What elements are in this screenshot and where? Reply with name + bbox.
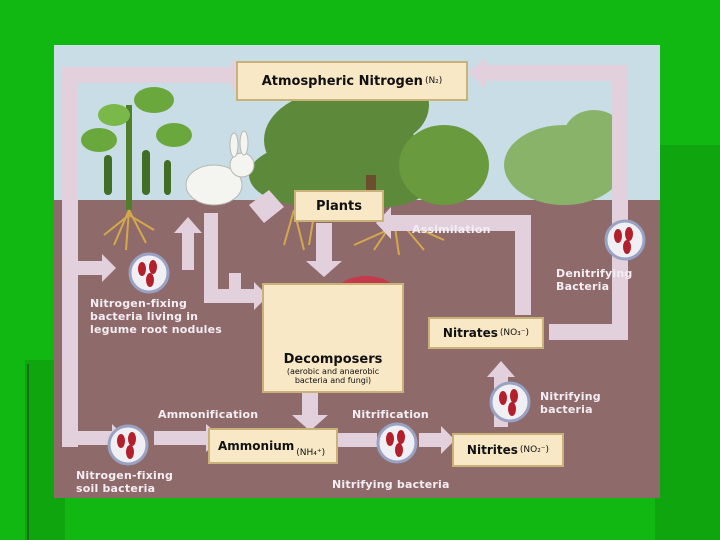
assimilation-label: Assimilation [412,223,491,236]
nitrates-label: Nitrates [442,326,498,340]
nitrogen-fixing-nodules-label: Nitrogen-fixing bacteria living in legum… [90,297,222,336]
legume-plant [81,87,192,210]
ammonification-label: Ammonification [158,408,259,421]
ammonium-box: Ammonium (NH₄⁺) [208,428,338,464]
nodules-line1: Nitrogen-fixing [90,297,188,310]
nitrifying-bacteria-label: Nitrifying bacteria [540,390,601,416]
plants-box: Plants [294,190,384,222]
nodules-line2: bacteria living in [90,310,199,323]
nitrites-label: Nitrites [466,443,518,457]
rabbit [185,130,255,206]
decomposers-detail-line1: (aerobic and anaerobic [286,367,380,376]
plants-label: Plants [316,198,362,214]
tree-right [504,110,624,205]
nodules-line3: legume root nodules [90,323,222,336]
nitrifying-bacteria-bottom-label: Nitrifying bacteria [332,478,450,491]
bacteria-soil [107,424,149,466]
bacteria-nodules [128,252,170,294]
bacteria-denitrifying [604,219,646,261]
legume-roots [103,209,155,251]
tree-left-sapling [399,125,489,205]
nitrogen-cycle-diagram: Atmospheric Nitrogen (N₂) Plants Decompo… [54,45,660,498]
decomposers-box: Decomposers (aerobic and anaerobic bacte… [262,283,404,393]
nitrates-box: Nitrates (NO₃⁻) [428,317,544,349]
decomposers-detail-line2: bacteria and fungi) [294,376,372,385]
soil-line2: soil bacteria [76,482,156,495]
bacteria-nitrification [376,422,418,464]
background-band-right [655,145,720,540]
nitrates-formula: (NO₃⁻) [499,328,530,338]
nitrification-label: Nitrification [352,408,429,421]
atmospheric-nitrogen-label: Atmospheric Nitrogen [261,73,423,89]
bacteria-nitrifying [489,381,531,423]
ammonium-formula: (NH₄⁺) [296,448,326,458]
soil-line1: Nitrogen-fixing [76,469,174,482]
nitrogen-fixing-soil-label: Nitrogen-fixing soil bacteria [76,469,173,495]
atmospheric-nitrogen-box: Atmospheric Nitrogen (N₂) [236,61,468,101]
nitrifying-line2: bacteria [540,403,593,416]
nitrites-formula: (NO₂⁻) [519,445,550,455]
denitrifying-line2: Bacteria [556,280,610,293]
decomposers-label: Decomposers [283,352,383,367]
background-divider-line [27,364,29,540]
denitrifying-bacteria-label: Denitrifying Bacteria [556,267,632,293]
denitrifying-line1: Denitrifying [556,267,633,280]
ammonium-label: Ammonium [218,439,295,453]
nitrites-box: Nitrites (NO₂⁻) [452,433,564,467]
nitrifying-line1: Nitrifying [540,390,601,403]
atmospheric-nitrogen-formula: (N₂) [424,76,443,86]
